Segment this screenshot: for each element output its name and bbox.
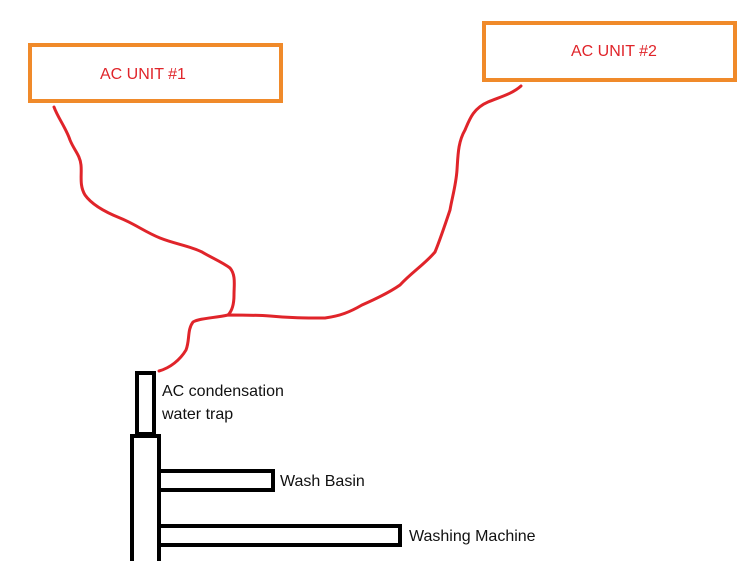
condensation-trap-pipe <box>135 371 156 436</box>
main-drain-stack <box>130 434 161 561</box>
wash-basin-branch-pipe <box>159 469 275 492</box>
ac-unit-2-label: AC UNIT #2 <box>571 43 657 60</box>
trap-label-line-1: AC condensation <box>162 383 284 400</box>
wash-basin-label: Wash Basin <box>280 473 365 490</box>
ac-unit-1-box <box>28 43 283 103</box>
trap-label-line-2: water trap <box>161 406 233 423</box>
ac-unit-2: AC UNIT #2 <box>482 21 737 82</box>
ac-unit-1-label: AC UNIT #1 <box>100 66 186 83</box>
washing-machine-branch-pipe <box>159 524 402 547</box>
condensate-line-unit-2 <box>157 84 523 373</box>
washing-machine-label: Washing Machine <box>409 528 536 545</box>
ac-unit-2-box <box>482 21 737 82</box>
condensate-line-unit-1 <box>52 105 236 317</box>
ac-unit-1: AC UNIT #1 <box>28 43 283 103</box>
